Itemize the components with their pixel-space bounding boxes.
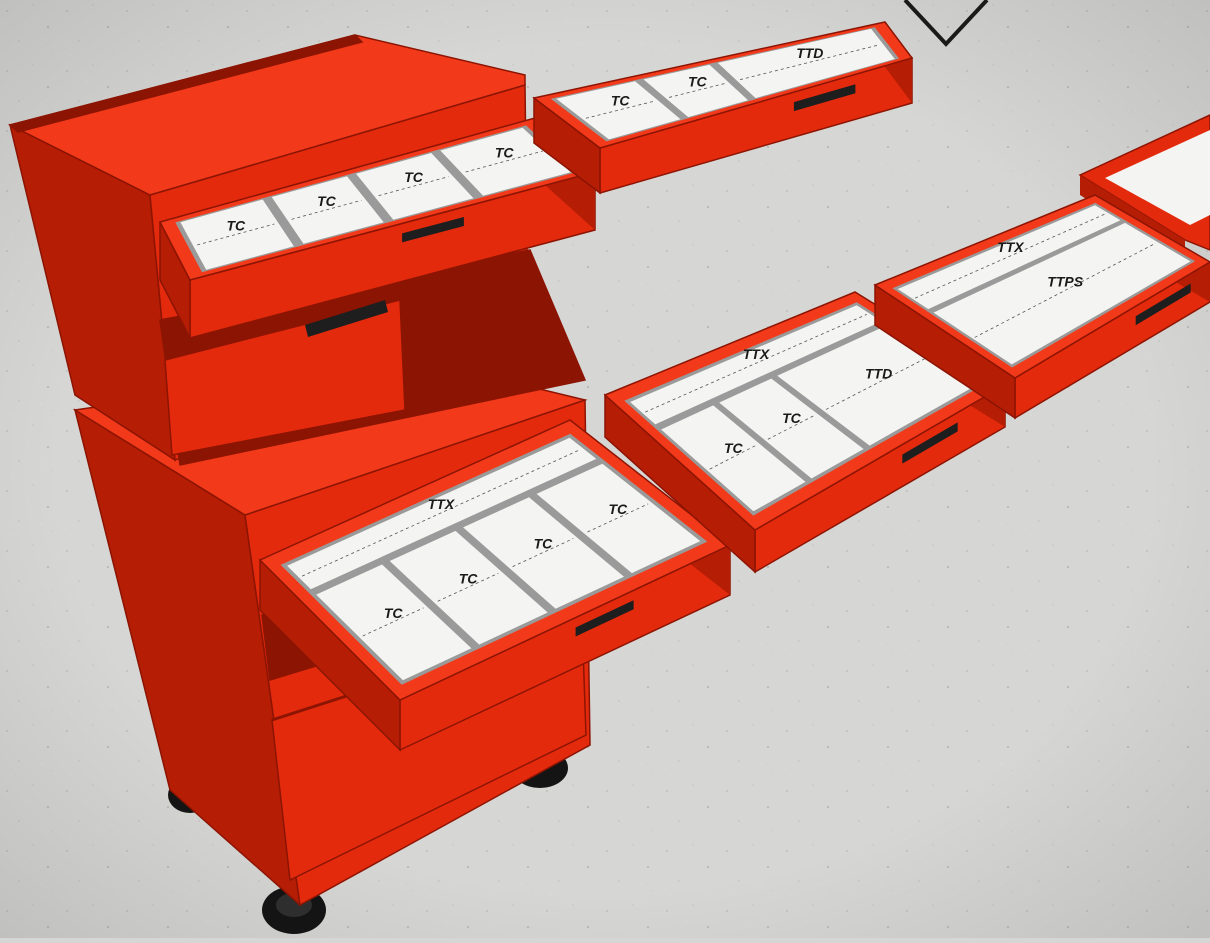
compartment-label: TC xyxy=(782,410,802,426)
compartment-label: TC xyxy=(384,605,404,621)
compartment-label: TTD xyxy=(865,365,892,381)
compartment-label: TTX xyxy=(997,239,1025,255)
compartment-label: TC xyxy=(459,570,479,586)
compartment-label: TTD xyxy=(796,45,823,61)
compartment-label: TTPS xyxy=(1047,273,1083,289)
compartment-label: TC xyxy=(317,193,337,209)
compartment-label: TC xyxy=(226,217,246,233)
compartment-label: TC xyxy=(534,536,554,552)
compartment-label: TC xyxy=(608,501,628,517)
compartment-label: TC xyxy=(688,73,708,89)
compartment-label: TTX xyxy=(743,346,771,362)
compartment-label: TTX xyxy=(428,496,456,512)
compartment-label: TC xyxy=(404,169,424,185)
compartment-label: TC xyxy=(611,93,631,109)
compartment-label: TC xyxy=(495,145,515,161)
compartment-label: TC xyxy=(724,440,744,456)
